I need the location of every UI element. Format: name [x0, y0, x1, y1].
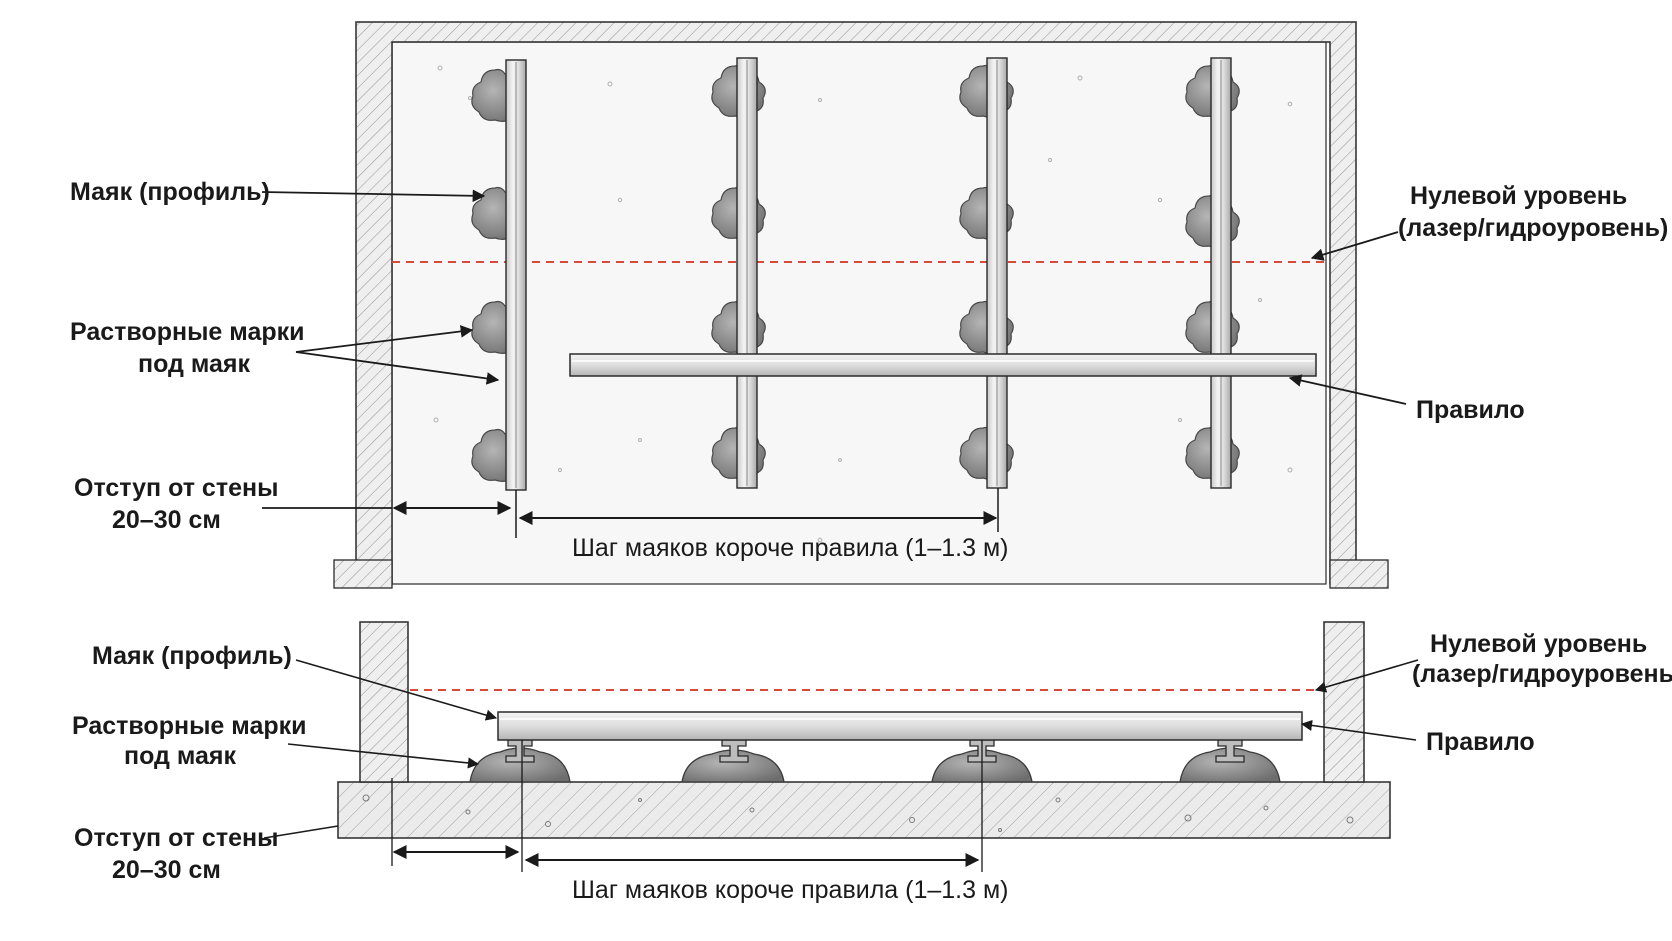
side-beacon-4: [1179, 739, 1281, 783]
leader-wall-offset-side: [263, 825, 339, 839]
room-floor: [391, 41, 1327, 585]
label-mortar-marks-2: под маяк: [138, 350, 251, 378]
beacon-profile-section: [719, 739, 749, 763]
wall-foot-left: [333, 559, 393, 589]
leader-mortar-1: [295, 325, 474, 353]
wall-foot-right: [1329, 559, 1389, 589]
beacon-4: [1185, 57, 1240, 489]
leader-zero-level-side: [1314, 659, 1419, 693]
side-beacon-2: [681, 739, 785, 783]
label-beacon-spacing-side: Шаг маяков короче правила (1–1.3 м): [572, 876, 1009, 904]
label-rule-side: Правило: [1426, 728, 1535, 756]
label-zero-level-1: Нулевой уровень: [1410, 182, 1627, 210]
side-wall-right: [1323, 621, 1365, 783]
label-beacon-profile: Маяк (профиль): [70, 178, 270, 206]
floor-slab: [337, 781, 1391, 839]
slab-speckles: [362, 794, 1354, 832]
label-mortar-marks-side-1: Растворные марки: [72, 712, 307, 740]
floor-speckles: [433, 65, 1293, 543]
label-zero-level-side-2: (лазер/гидроуровень): [1412, 660, 1672, 688]
leader-beacon-profile: [261, 189, 486, 203]
label-wall-offset-1: Отступ от стены: [74, 474, 278, 502]
leader-mortar-side: [287, 743, 480, 769]
label-mortar-marks-side-2: под маяк: [124, 742, 237, 770]
rule-bar: [569, 353, 1317, 377]
top-view: Маяк (профиль) Растворные марки под маяк…: [70, 21, 1668, 589]
rule-bar-side: [497, 711, 1303, 741]
side-view: Маяк (профиль) Растворные марки под маяк…: [72, 621, 1672, 904]
leader-beacon-profile-side: [295, 659, 498, 721]
label-zero-level-side-1: Нулевой уровень: [1430, 630, 1647, 658]
leader-zero-level: [1310, 231, 1399, 261]
label-wall-offset-side-2: 20–30 см: [112, 856, 221, 884]
label-wall-offset-side-1: Отступ от стены: [74, 824, 278, 852]
leader-rule: [1288, 374, 1407, 405]
leader-mortar-2: [295, 351, 500, 385]
leader-rule-side: [1300, 719, 1417, 741]
label-beacon-profile-side: Маяк (профиль): [92, 642, 292, 670]
beacon-2: [711, 57, 766, 489]
label-beacon-spacing: Шаг маяков короче правила (1–1.3 м): [572, 534, 1009, 562]
beacon-3: [959, 57, 1014, 489]
label-zero-level-2: (лазер/гидроуровень): [1398, 214, 1668, 242]
beacon-profile-section: [1215, 739, 1245, 763]
label-wall-offset-2: 20–30 см: [112, 506, 221, 534]
label-mortar-marks-1: Растворные марки: [70, 318, 305, 346]
label-rule: Правило: [1416, 396, 1525, 424]
side-wall-left: [359, 621, 409, 783]
beacon-profile-section: [505, 739, 535, 763]
side-beacon-1: [469, 739, 571, 783]
